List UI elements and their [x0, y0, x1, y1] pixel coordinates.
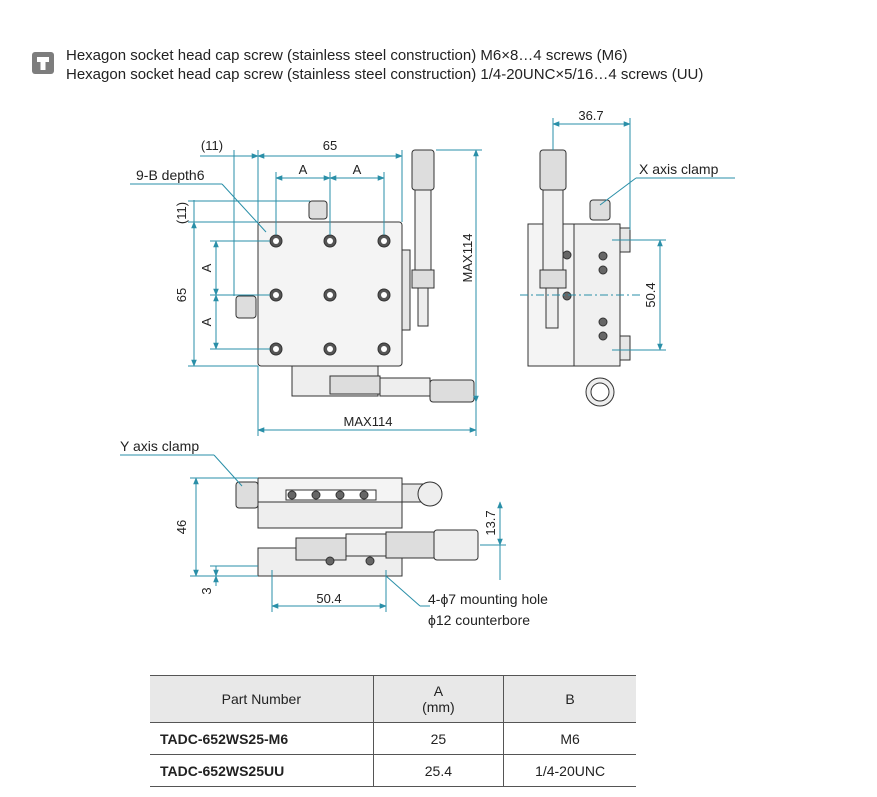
side-view: [527, 149, 631, 407]
dim-a-2: A: [353, 162, 362, 177]
cell-part: TADC-652WS25UU: [150, 754, 374, 787]
side-view-dimensions: [520, 118, 735, 351]
header-part-number: Part Number: [150, 675, 374, 723]
cell-a: 25: [372, 722, 504, 755]
header-b: B: [503, 675, 636, 723]
dim-65-side: 65: [174, 288, 189, 302]
spec-table: Part Number A (mm) B TADC-652WS25-M6 25 …: [150, 675, 636, 787]
header-a-unit: (mm): [422, 699, 455, 715]
dim-a-1: A: [299, 162, 308, 177]
header-a: A (mm): [372, 675, 505, 723]
screw-icon: [32, 52, 54, 74]
table-row: TADC-652WS25-M6 25 M6: [150, 722, 636, 755]
dim-a-v1: A: [199, 263, 214, 272]
table-header-row: Part Number A (mm) B: [150, 675, 636, 723]
dim-50-4-h: 50.4: [316, 591, 341, 606]
cell-b: M6: [503, 722, 636, 755]
table-row: TADC-652WS25UU 25.4 1/4-20UNC: [150, 754, 636, 787]
dim-46: 46: [174, 520, 189, 534]
front-view-dimensions: [120, 454, 506, 612]
front-view: [235, 477, 479, 577]
cell-a: 25.4: [372, 754, 504, 787]
dim-11-top: (11): [201, 138, 223, 153]
screw-note-line-2: Hexagon socket head cap screw (stainless…: [66, 66, 704, 83]
dim-50-4-v: 50.4: [643, 282, 658, 307]
screw-note-line-1: Hexagon socket head cap screw (stainless…: [66, 47, 628, 64]
header-a-label: A: [433, 683, 444, 699]
label-y-clamp: Y axis clamp: [120, 438, 199, 454]
dim-3: 3: [199, 587, 214, 594]
top-view: [235, 149, 475, 403]
label-b-depth: 9-B depth6: [136, 167, 205, 183]
dim-65-top: 65: [323, 138, 337, 153]
dim-max114-v: MAX114: [460, 234, 475, 283]
cell-part: TADC-652WS25-M6: [150, 722, 374, 755]
cell-b: 1/4-20UNC: [503, 754, 636, 787]
label-counterbore: ϕ12 counterbore: [428, 612, 530, 628]
technical-drawing: (11) 65 A A (11) 65 A A MAX114 MAX114 9-…: [120, 108, 735, 628]
top-view-dimensions: [130, 149, 482, 436]
label-x-clamp: X axis clamp: [639, 161, 719, 177]
dim-max114-h: MAX114: [344, 414, 393, 429]
dim-36-7: 36.7: [578, 108, 603, 123]
dim-13-7: 13.7: [483, 510, 498, 535]
dim-a-v2: A: [199, 317, 214, 326]
label-mount-hole: 4-ϕ7 mounting hole: [428, 591, 548, 607]
dim-11-side: (11): [174, 202, 189, 224]
